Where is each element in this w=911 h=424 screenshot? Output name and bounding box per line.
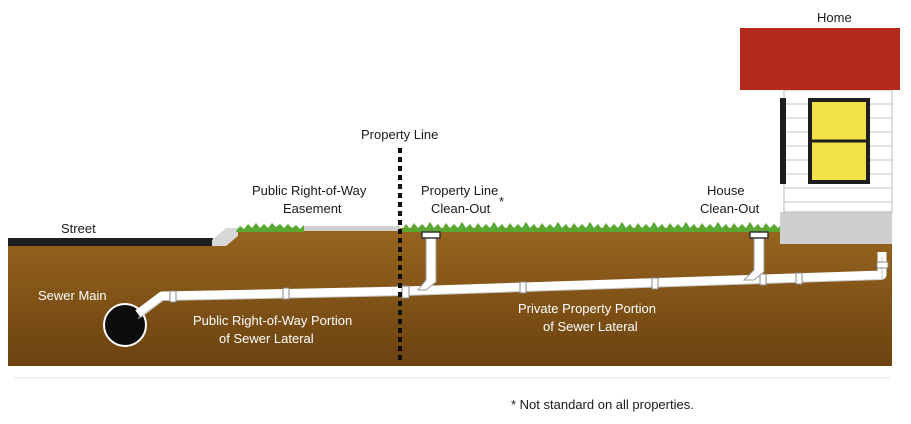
home-label: Home [817, 10, 852, 25]
row-easement-label-line2: Easement [283, 201, 342, 216]
pl-cleanout-label-line1: Property Line [421, 183, 498, 198]
house-roof [740, 28, 900, 90]
house-cleanout-cap [749, 231, 769, 239]
soil-ground [8, 228, 892, 366]
house-shutter [780, 98, 786, 184]
house-foundation [780, 212, 892, 244]
coupling [282, 287, 290, 300]
private-portion-label-line1: Private Property Portion [518, 301, 656, 316]
curb [212, 228, 238, 246]
pl-cleanout-asterisk: * [499, 194, 504, 209]
property-line-label: Property Line [361, 127, 438, 142]
sidewalk [304, 226, 400, 231]
street-surface [8, 238, 213, 246]
public-portion-label-line2: of Sewer Lateral [219, 331, 314, 346]
public-portion-label-line1: Public Right-of-Way Portion [193, 313, 352, 328]
coupling [169, 290, 177, 303]
house-cleanout-label-line1: House [707, 183, 745, 198]
property-line-cleanout-cap [421, 231, 441, 239]
street-label: Street [61, 221, 96, 236]
grass-private [402, 222, 788, 232]
coupling [759, 273, 767, 286]
coupling [795, 272, 803, 285]
house-cleanout-label-line2: Clean-Out [700, 201, 760, 216]
coupling [401, 285, 410, 299]
pipe-couplings [169, 261, 889, 303]
sewer-main-pipe [103, 303, 147, 347]
coupling [519, 281, 527, 294]
coupling [876, 261, 889, 269]
footnote: * Not standard on all properties. [511, 397, 694, 412]
coupling [651, 277, 659, 290]
private-portion-label-line2: of Sewer Lateral [543, 319, 638, 334]
row-easement-label-line1: Public Right-of-Way [252, 183, 367, 198]
sewer-main-label: Sewer Main [38, 288, 107, 303]
pl-cleanout-label-line2: Clean-Out [431, 201, 491, 216]
grass-easement [236, 223, 304, 232]
